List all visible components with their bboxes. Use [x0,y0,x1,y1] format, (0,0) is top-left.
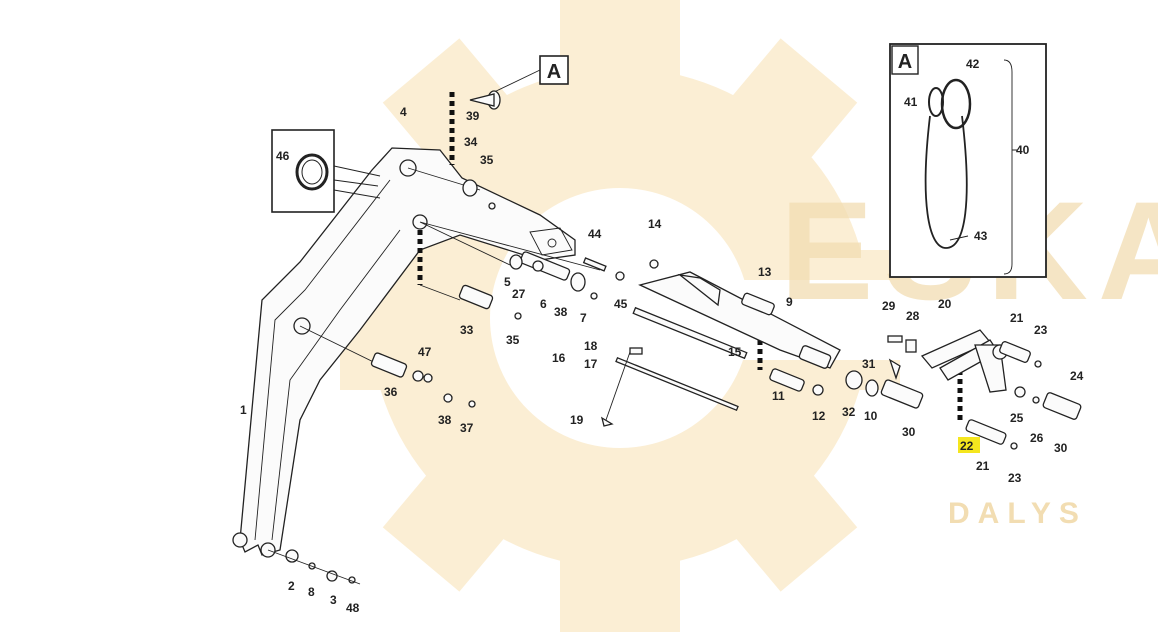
label-7: 7 [580,311,587,325]
detail-a-callout: A [489,55,569,95]
label-36: 36 [384,385,398,399]
label-38b: 38 [554,305,568,319]
label-30b: 30 [1054,441,1068,455]
label-3: 3 [330,593,337,607]
label-47: 47 [418,345,432,359]
label-35b: 35 [506,333,520,347]
label-22: 22 [960,439,974,453]
label-21b: 21 [976,459,990,473]
pin-parts [267,90,625,585]
boom-part [232,147,576,558]
label-18: 18 [584,339,598,353]
detail-a-letter: A [547,61,561,83]
label-4: 4 [400,105,407,119]
label-15: 15 [728,345,742,359]
label-14: 14 [648,217,662,231]
label-42: 42 [966,57,980,71]
label-31: 31 [862,357,876,371]
label-45: 45 [614,297,628,311]
label-35a: 35 [480,153,494,167]
bracket-assembly [600,259,924,427]
linkage-assembly [920,329,1082,450]
label-28: 28 [906,309,920,323]
label-23a: 23 [1034,323,1048,337]
label-5: 5 [504,275,511,289]
label-10: 10 [864,409,878,423]
label-34: 34 [464,135,478,149]
label-41: 41 [904,95,918,109]
label-33: 33 [460,323,474,337]
label-37: 37 [460,421,474,435]
label-19: 19 [570,413,584,427]
label-9: 9 [786,295,793,309]
label-38a: 38 [438,413,452,427]
label-21a: 21 [1010,311,1024,325]
label-2: 2 [288,579,295,593]
label-30a: 30 [902,425,916,439]
label-48: 48 [346,601,360,615]
ring-detail [271,129,381,213]
label-12: 12 [812,409,826,423]
label-40: 40 [1016,143,1030,157]
part-labels: 1 2 3 4 5 6 7 8 9 10 11 12 13 14 15 16 1… [240,57,1084,615]
label-22-highlight [958,437,980,453]
label-17: 17 [584,357,598,371]
label-16: 16 [552,351,566,365]
label-46: 46 [276,149,290,163]
label-23b: 23 [1008,471,1022,485]
label-27: 27 [512,287,526,301]
label-26: 26 [1030,431,1044,445]
label-24: 24 [1070,369,1084,383]
label-43: 43 [974,229,988,243]
label-44: 44 [588,227,602,241]
label-39: 39 [466,109,480,123]
label-13: 13 [758,265,772,279]
label-25: 25 [1010,411,1024,425]
label-32: 32 [842,405,856,419]
watermark-sub: DALYS [948,497,1087,530]
inset-a-panel: A [889,43,1047,278]
label-1: 1 [240,403,247,417]
inset-a-title: A [898,51,912,73]
label-6: 6 [540,297,547,311]
label-8: 8 [308,585,315,599]
label-11: 11 [772,389,785,403]
label-20: 20 [938,297,952,311]
label-29: 29 [882,299,896,313]
